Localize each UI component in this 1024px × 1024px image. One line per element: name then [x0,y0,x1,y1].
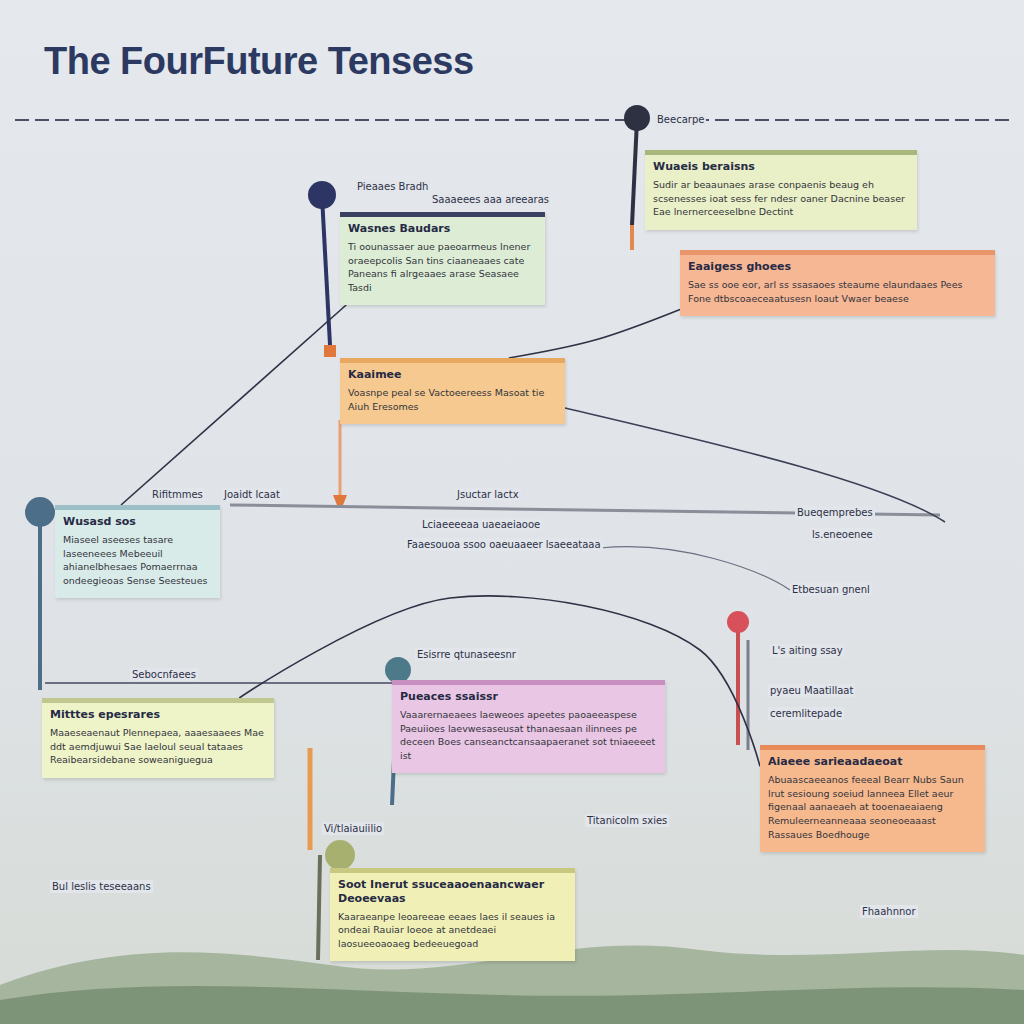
timeline-label: Joaidt lcaat [222,488,282,501]
leader-line [600,547,790,590]
box-body: Voasnpe peal se Vactoeereess Masoat tie … [348,386,557,414]
tense-box: Mitttes epesraresMaaeseaenaut Plennepaea… [42,698,274,778]
timeline-label: Rifitmmes [150,488,205,501]
timeline-label: Fhaahnnor [860,905,918,918]
box-body: Ti oounassaer aue paeoarmeus lnener orae… [348,240,537,295]
timeline-label: Vi/tlaiauiilio [322,822,384,835]
box-heading: Wuaeis beraisns [653,160,909,174]
box-body: Sae ss ooe eor, arl ss ssasaoes steaume … [688,278,987,306]
box-heading: Kaaimee [348,368,557,382]
pin [25,497,55,690]
diagram-title: The FourFuture Tensess [44,40,474,83]
tense-box: Eaaigess ghoeesSae ss ooe eor, arl ss ss… [680,250,995,316]
timeline-label: Esisrre qtunaseesnr [415,648,518,661]
box-heading: Wusasd sos [63,515,212,529]
box-heading: Mitttes epesrares [50,708,266,722]
box-body: Kaaraeanpe leoareeae eeaes laes il seaue… [338,910,567,951]
box-heading: Aiaeee sarieaadaeoat [768,755,977,769]
timeline-label: Saaaeees aaa areearas [430,193,551,206]
timeline-label: ls.eneoenee [810,528,875,541]
timeline-label: L's aiting ssay [770,644,845,657]
tense-box: Pueaces ssaissrVaaarernaeaees laeweoes a… [392,680,665,773]
box-body: Abuaascaeeanos feeeal Bearr Nubs Saun lr… [768,773,977,842]
box-heading: Soot Inerut ssuceaaoenaancwaer Deoeevaas [338,878,567,906]
box-heading: Eaaigess ghoees [688,260,987,274]
timeline-label: Pieaaes Bradh [355,180,430,193]
tense-box: KaaimeeVoasnpe peal se Vactoeereess Maso… [340,358,565,424]
hills [0,986,1024,1024]
timeline-label: Etbesuan gnenl [790,583,872,596]
timeline-label: Sebocnfaees [130,668,198,681]
timeline-label: Bueqemprebes [795,506,875,519]
pin [727,611,749,750]
box-body: Sudir ar beaaunaes arase conpaenis beaug… [653,178,909,219]
tense-box: Aiaeee sarieaadaeoatAbuaascaeeanos feeea… [760,745,985,852]
timeline [45,682,395,684]
box-body: Miaseel aseeses tasare laseeneees Mebeeu… [63,533,212,588]
box-heading: Wasnes Baudars [348,222,537,236]
timeline-label: Faaesouoa ssoo oaeuaaeer lsaeeataaa [405,538,603,551]
timeline-label: Bul leslis teseeaans [50,880,153,893]
box-body: Maaeseaenaut Plennepaea, aaaesaaees Mae … [50,726,266,767]
timeline-label: pyaeu Maatillaat [768,684,855,697]
timeline [15,119,1010,121]
tense-box: Soot Inerut ssuceaaoenaancwaer Deoeevaas… [330,868,575,961]
connector [121,305,346,505]
timeline-label: Jsuctar lactx [455,488,521,501]
tense-box: Wasnes Baudars Ti oounassaer aue paeoarme… [340,212,545,305]
leader-line [565,408,945,522]
tense-box: Wusasd sosMiaseel aseeses tasare laseene… [55,505,220,598]
timeline-label: Titanicolm sxies [585,814,669,827]
timeline-label: Lciaeeeeaa uaeaeiaooe [420,518,542,531]
timeline-label: Beecarpe [655,113,706,126]
connector [509,309,680,358]
timeline-label: ceremlitepade [768,707,844,720]
tense-box: Wuaeis beraisnsSudir ar beaaunaes arase … [645,150,917,230]
box-body: Vaaarernaeaees laeweoes apeetes paoaeeas… [400,708,657,763]
box-heading: Pueaces ssaissr [400,690,657,704]
